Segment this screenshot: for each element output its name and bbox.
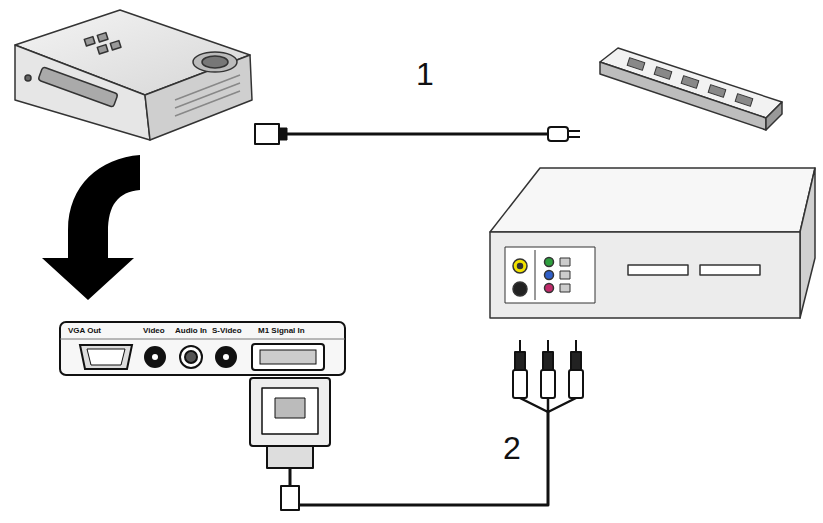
set-top-box-part [800, 168, 815, 318]
power-cable-part [287, 133, 548, 136]
video-cable-part-part [541, 370, 555, 398]
connector-panel-part [145, 347, 165, 367]
video-cable-part [275, 398, 305, 418]
set-top-box-part [700, 265, 760, 275]
set-top-box-part [518, 264, 523, 269]
power-cable [255, 124, 580, 144]
video-cable-part [520, 398, 576, 412]
power-strip-part-part [708, 85, 726, 98]
connector-panel-part [260, 350, 316, 364]
set-top-box-part [513, 282, 527, 296]
projector-part [175, 91, 240, 116]
connector-panel-part [252, 344, 324, 370]
video-cable-part [262, 388, 318, 434]
projector-part [97, 45, 108, 54]
set-top-box-part [513, 259, 527, 273]
connector-panel-part [60, 339, 345, 340]
set-top-box-part [535, 250, 536, 300]
power-cable-part [279, 128, 287, 140]
projector-part [202, 56, 228, 68]
port-label: Video [143, 327, 165, 335]
video-cable-part [250, 378, 330, 446]
set-top-box-part [545, 284, 554, 293]
power-cable-part [255, 124, 279, 144]
video-cable-part-part [575, 340, 577, 352]
video-cable-part [281, 486, 299, 510]
power-strip-part-part [654, 67, 672, 80]
set-top-box-part [628, 265, 688, 275]
power-cable-part [548, 127, 568, 141]
projector-part [110, 41, 121, 50]
power-strip-part [627, 58, 753, 107]
connector-panel-part [180, 346, 202, 368]
video-cable-part-part [513, 370, 527, 398]
set-top-box-part [560, 258, 570, 266]
projector-part [25, 75, 31, 81]
video-cable-part-part [571, 352, 581, 370]
video-cable-part-part [543, 352, 553, 370]
connector-panel-part [60, 322, 345, 375]
power-strip-part [600, 62, 766, 130]
callout-number: 1 [416, 58, 434, 90]
callout-number: 2 [503, 432, 521, 464]
set-top-box-part [490, 232, 800, 318]
video-cable-part-part [547, 340, 549, 352]
connector-panel-part [223, 354, 229, 360]
power-strip-part-part [735, 94, 753, 107]
port-label: Audio In [175, 327, 207, 335]
connector-panel-part [87, 349, 125, 365]
port-label: S-Video [212, 327, 242, 335]
connector-panel-part [216, 347, 236, 367]
video-cable-part-part [569, 370, 583, 398]
port-label: VGA Out [68, 327, 101, 335]
power-strip-part-part [681, 76, 699, 89]
video-cable [250, 340, 583, 510]
port-label: M1 Signal In [258, 327, 305, 335]
connector-panel-part [152, 354, 158, 360]
set-top-box-part [490, 168, 815, 232]
video-cable-part [513, 340, 583, 398]
projector-part [84, 37, 95, 46]
power-cable-part [568, 130, 580, 132]
projector-part [15, 45, 150, 140]
projector-part [38, 67, 118, 108]
power-cable-part [568, 136, 580, 138]
projector-part [97, 33, 108, 42]
set-top-box-part [560, 271, 570, 279]
set-top-box-part [560, 284, 570, 292]
power-strip-part-part [627, 58, 645, 71]
power-strip [600, 48, 782, 130]
connector-panel-part [185, 351, 197, 363]
set-top-box-part [505, 247, 595, 303]
set-top-box [490, 168, 815, 318]
projector-part [193, 52, 237, 72]
projector [15, 10, 252, 140]
video-cable-part-part [515, 352, 525, 370]
curved-arrow [42, 155, 140, 300]
video-cable-part-part [519, 340, 521, 352]
set-top-box-part [545, 258, 554, 267]
video-cable-part [290, 410, 548, 505]
power-strip-part [766, 102, 782, 130]
video-cable-part [267, 446, 313, 468]
set-top-box-part [545, 271, 554, 280]
connector-panel-part [80, 345, 132, 369]
connector-panel [60, 322, 345, 375]
